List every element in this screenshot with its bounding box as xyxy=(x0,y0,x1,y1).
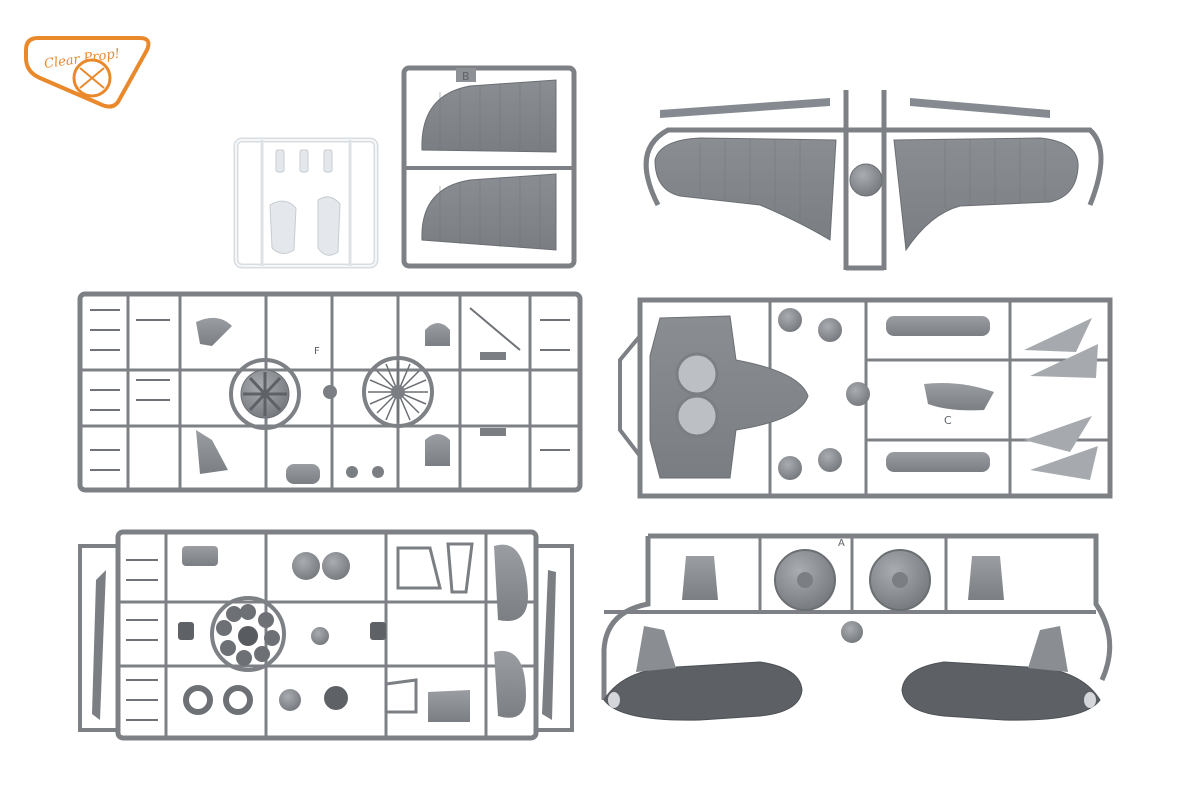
logo-text: Clear Prop! xyxy=(43,46,121,71)
sprue-f: F xyxy=(77,291,583,493)
sprue-c: C xyxy=(618,297,1113,499)
clear-sprue xyxy=(233,137,379,269)
sprue-engine xyxy=(78,529,574,741)
sprue-f-letter: F xyxy=(314,346,320,357)
sprue-a-letter: A xyxy=(838,538,845,549)
sprue-c-letter: C xyxy=(944,414,952,427)
sprue-a: A xyxy=(601,533,1113,721)
sprue-b: B xyxy=(401,65,577,269)
clear-prop-logo: Clear Prop! xyxy=(24,36,151,109)
sprue-b-letter: B xyxy=(462,70,470,83)
sprue-wing xyxy=(643,90,1104,271)
